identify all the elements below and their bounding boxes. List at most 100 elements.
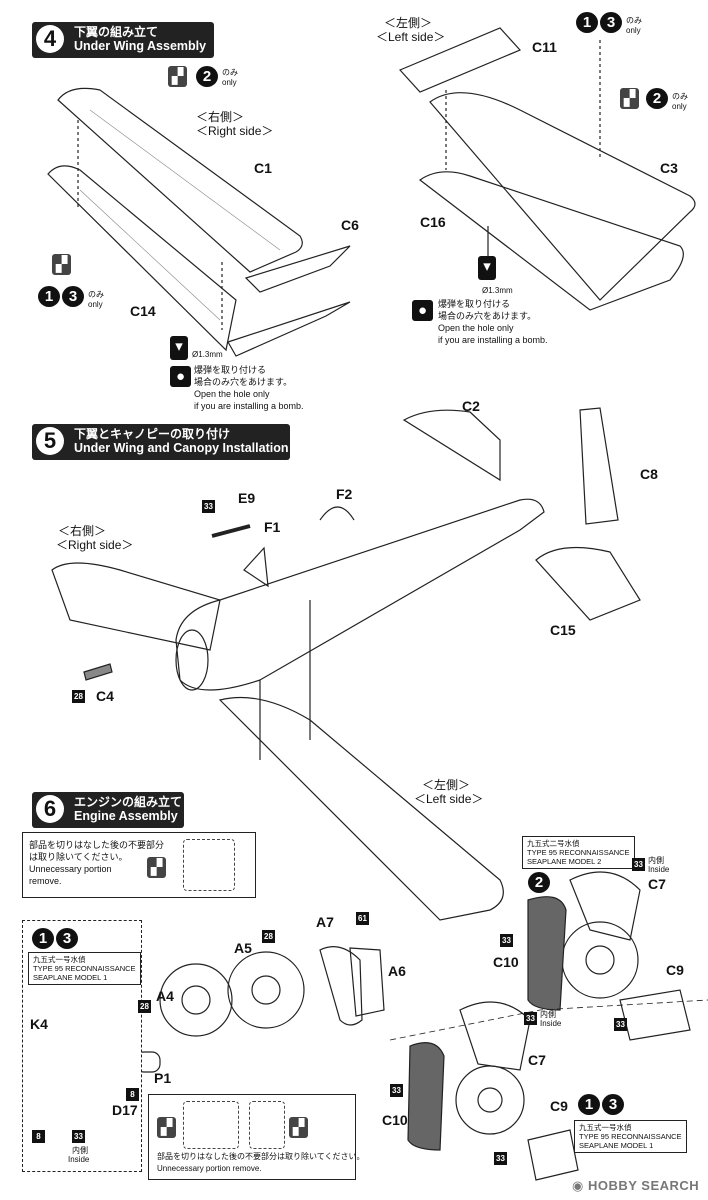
only-jp: のみ bbox=[88, 290, 104, 299]
part-c8: C8 bbox=[640, 466, 658, 482]
right-side-en: ＜Right side＞ bbox=[196, 124, 274, 138]
cut-detail-drawing bbox=[249, 1101, 285, 1149]
option-3-badge: 3 bbox=[56, 928, 78, 949]
only-en: only bbox=[88, 300, 103, 309]
bomb-note-en-1: Open the hole only bbox=[194, 389, 270, 399]
option-2-badge: 2 bbox=[646, 88, 668, 109]
float-strut-c6 bbox=[227, 245, 351, 357]
drill-size: Ø1.3mm bbox=[482, 286, 513, 295]
cut-note-en-1: Unnecessary portion bbox=[29, 864, 112, 874]
inside-en: Inside bbox=[540, 1019, 562, 1028]
paint-33-chip: 33 bbox=[632, 858, 645, 871]
part-a5: A5 bbox=[234, 940, 252, 956]
part-a7: A7 bbox=[316, 914, 334, 930]
part-c9: C9 bbox=[550, 1098, 568, 1114]
left-under-wing-drawing bbox=[398, 27, 696, 311]
engine-drawings bbox=[33, 871, 708, 1181]
cut-note-jp-2: は取り除いてください。 bbox=[29, 852, 128, 862]
bomb-icon: ● bbox=[412, 300, 433, 321]
part-c7: C7 bbox=[648, 876, 666, 892]
step-4-header: 4 下翼の組み立て Under Wing Assembly bbox=[32, 22, 214, 58]
paint-8-chip: 8 bbox=[126, 1088, 139, 1101]
only-jp: のみ bbox=[626, 16, 642, 25]
part-c9: C9 bbox=[666, 962, 684, 978]
drill-size: Ø1.3mm bbox=[192, 350, 223, 359]
inside-en: Inside bbox=[648, 865, 670, 874]
option-1-badge: 1 bbox=[32, 928, 54, 949]
only-jp: のみ bbox=[222, 68, 238, 77]
paint-8-chip: 8 bbox=[32, 1130, 45, 1143]
model-1-en-2: SEAPLANE MODEL 1 bbox=[579, 1141, 654, 1150]
part-c2: C2 bbox=[462, 398, 480, 414]
part-c10: C10 bbox=[382, 1112, 408, 1128]
only-en: only bbox=[626, 26, 641, 35]
part-c3: C3 bbox=[660, 160, 678, 176]
decal-icon: ▞ bbox=[620, 88, 639, 109]
option-2-badge: 2 bbox=[528, 872, 550, 893]
paint-33-chip: 33 bbox=[500, 934, 513, 947]
watermark-logo-icon: ◉ bbox=[572, 1178, 588, 1193]
part-c4: C4 bbox=[96, 688, 114, 704]
bomb-note-jp-2: 場合のみ穴をあけます。 bbox=[194, 377, 293, 387]
option-1-badge: 1 bbox=[38, 286, 60, 307]
part-d17: D17 bbox=[112, 1102, 138, 1118]
paint-33-chip: 33 bbox=[72, 1130, 85, 1143]
paint-33-chip: 33 bbox=[202, 500, 215, 513]
model-2-en-1: TYPE 95 RECONNAISSANCE bbox=[527, 848, 630, 857]
cut-note-jp-1: 部品を切りはなした後の不要部分 bbox=[29, 840, 165, 850]
part-a4: A4 bbox=[156, 988, 174, 1004]
part-c1: C1 bbox=[254, 160, 272, 176]
step-title-jp: 下翼とキャノピーの取り付け bbox=[74, 427, 231, 441]
part-k4: K4 bbox=[30, 1016, 48, 1032]
right-side-jp: ＜右側＞ bbox=[58, 524, 107, 538]
part-c15: C15 bbox=[550, 622, 576, 638]
cut-note-box-bottom: ▞ ▞ 部品を切りはなした後の不要部分は取り除いてください。 Unnecessa… bbox=[148, 1094, 365, 1180]
part-c16: C16 bbox=[420, 214, 446, 230]
bomb-note-en-1: Open the hole only bbox=[438, 323, 514, 333]
paint-33-chip: 33 bbox=[390, 1084, 403, 1097]
paint-28-chip: 28 bbox=[262, 930, 275, 943]
part-p1: P1 bbox=[154, 1070, 172, 1086]
option-2-badge: 2 bbox=[196, 66, 218, 87]
part-f2: F2 bbox=[336, 486, 353, 502]
aircraft-fuselage-drawing bbox=[51, 407, 641, 921]
option-1-badge: 1 bbox=[578, 1094, 600, 1115]
bomb-icon: ● bbox=[170, 366, 191, 387]
decal-icon: ▞ bbox=[168, 66, 187, 87]
bomb-note-en-2: if you are installing a bomb. bbox=[438, 335, 548, 345]
cut-detail-drawing bbox=[183, 839, 235, 891]
paint-28-chip: 28 bbox=[138, 1000, 151, 1013]
part-c10: C10 bbox=[493, 954, 519, 970]
step-number: 6 bbox=[36, 795, 64, 823]
decal-icon: ▞ bbox=[289, 1117, 308, 1138]
left-side-jp: ＜左側＞ bbox=[422, 778, 471, 792]
model-1-label: 九五式一号水偵 TYPE 95 RECONNAISSANCE SEAPLANE … bbox=[28, 952, 141, 985]
cut-note-jp: 部品を切りはなした後の不要部分は取り除いてください。 bbox=[157, 1152, 365, 1161]
paint-33-chip: 33 bbox=[494, 1152, 507, 1165]
only-en: only bbox=[672, 102, 687, 111]
model-1-jp: 九五式一号水偵 bbox=[579, 1123, 632, 1132]
part-c7: C7 bbox=[528, 1052, 546, 1068]
paint-33-chip: 33 bbox=[524, 1012, 537, 1025]
inside-jp: 内側 bbox=[72, 1146, 88, 1155]
paint-28-chip: 28 bbox=[72, 690, 85, 703]
step-title-en: Under Wing Assembly bbox=[74, 39, 207, 53]
option-3-badge: 3 bbox=[602, 1094, 624, 1115]
step-title-jp: 下翼の組み立て bbox=[74, 25, 159, 39]
part-f1: F1 bbox=[264, 519, 281, 535]
cut-note-en-2: remove. bbox=[29, 876, 62, 886]
decal-icon: ▞ bbox=[52, 254, 71, 275]
model-1-en-1: TYPE 95 RECONNAISSANCE bbox=[33, 964, 136, 973]
decal-icon: ▞ bbox=[147, 857, 166, 878]
step-title-en: Engine Assembly bbox=[74, 809, 178, 823]
cut-note-box: 部品を切りはなした後の不要部分 は取り除いてください。 Unnecessary … bbox=[22, 832, 256, 898]
option-1-badge: 1 bbox=[576, 12, 598, 33]
model-1-en-2: SEAPLANE MODEL 1 bbox=[33, 973, 108, 982]
bomb-note-jp-1: 爆弾を取り付ける bbox=[194, 365, 267, 375]
inside-jp: 内側 bbox=[540, 1010, 556, 1019]
right-under-wing-drawing bbox=[47, 87, 303, 352]
model-1-label: 九五式一号水偵 TYPE 95 RECONNAISSANCE SEAPLANE … bbox=[574, 1120, 687, 1153]
part-c11: C11 bbox=[532, 39, 557, 55]
drill-icon: ▾ bbox=[170, 336, 188, 360]
model-1-en-1: TYPE 95 RECONNAISSANCE bbox=[579, 1132, 682, 1141]
